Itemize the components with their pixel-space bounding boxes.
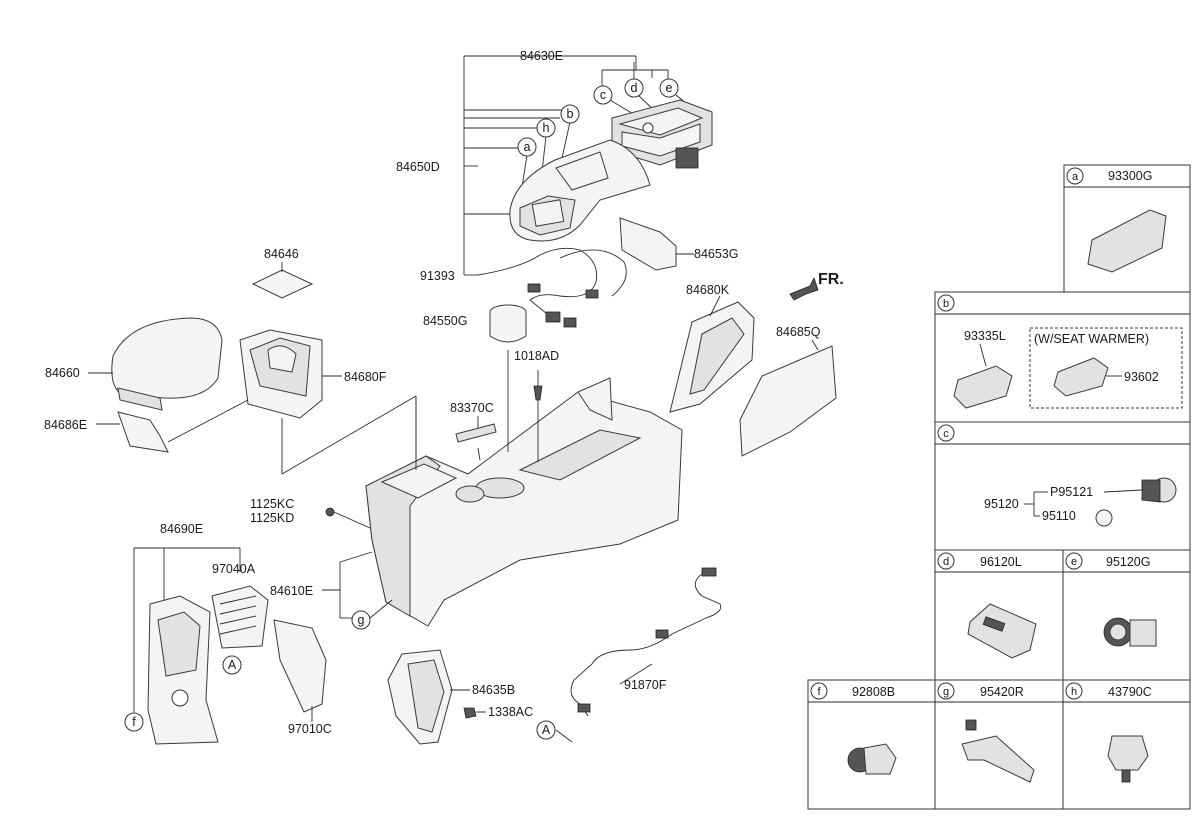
- bracket-84635B-group: [387, 649, 486, 745]
- label-84635B: 84635B: [472, 683, 515, 697]
- legend-b-part-alt: 93602: [1124, 370, 1159, 384]
- legend-g-letter: g: [943, 686, 949, 698]
- label-84690E: 84690E: [160, 522, 203, 536]
- label-84680F: 84680F: [344, 370, 387, 384]
- main-console-group: [322, 304, 683, 627]
- legend-d-circle: [937, 552, 955, 570]
- connector-a-upper-circle: [222, 655, 242, 675]
- legend-b-circle: [937, 294, 955, 312]
- legend-b-letter: b: [943, 298, 949, 310]
- label-84653G: 84653G: [694, 247, 738, 261]
- callout-h: h: [543, 121, 550, 135]
- callout-h-circle: [536, 118, 556, 138]
- label-1125KC: 1125KC: [250, 497, 294, 511]
- callout-c: c: [600, 88, 606, 102]
- armrest-group: [88, 262, 417, 475]
- legend-g-circle: [937, 682, 955, 700]
- label-84660: 84660: [45, 366, 80, 380]
- legend-c-letter: c: [943, 428, 949, 440]
- legend-c-sub1: P95121: [1050, 485, 1093, 499]
- callout-e-circle: [659, 78, 679, 98]
- side-covers-group: [669, 276, 837, 457]
- callout-f-circle: [124, 712, 144, 732]
- wiring-91870F-group: [555, 567, 722, 743]
- legend-h-circle: [1065, 682, 1083, 700]
- label-91870F: 91870F: [624, 678, 667, 692]
- label-97040A: 97040A: [212, 562, 256, 576]
- label-84646: 84646: [264, 247, 299, 261]
- legend-c-sub2: 95110: [1042, 509, 1076, 523]
- legend-b-part-main: 93335L: [964, 329, 1006, 343]
- lower-panels-group: [133, 547, 327, 745]
- callout-d-circle: [624, 78, 644, 98]
- legend-f-circle: [810, 682, 828, 700]
- label-1125KD: 1125KD: [250, 511, 294, 525]
- front-direction-label: FR.: [818, 271, 844, 288]
- label-1338AC: 1338AC: [488, 705, 533, 719]
- label-84630E: 84630E: [520, 49, 563, 63]
- callout-circles: b h a c d e g f A A: [124, 78, 679, 740]
- legend-h-part: 43790C: [1108, 685, 1152, 699]
- label-84550G: 84550G: [423, 314, 467, 328]
- legend-f-letter: f: [817, 686, 821, 698]
- legend-a-letter: a: [1072, 171, 1079, 183]
- callout-f: f: [132, 715, 136, 729]
- legend-d-letter: d: [943, 556, 949, 568]
- callout-b: b: [567, 107, 574, 121]
- callout-e: e: [666, 81, 673, 95]
- callout-g-circle: [351, 610, 371, 630]
- connector-a-lower-circle: [536, 720, 556, 740]
- legend-e-part: 95120G: [1106, 555, 1150, 569]
- legend-panel: [807, 164, 1191, 810]
- legend-e-letter: e: [1071, 556, 1077, 568]
- label-91393: 91393: [420, 269, 455, 283]
- legend-g-part: 95420R: [980, 685, 1024, 699]
- console-upper-cover-group: [463, 55, 713, 328]
- callout-a-circle: [517, 137, 537, 157]
- label-1018AD: 1018AD: [514, 349, 559, 363]
- callout-a: a: [524, 140, 531, 154]
- legend-labels: a 93300G b 93335L (W/SEAT WARMER) 93602 …: [810, 167, 1159, 700]
- label-97010C: 97010C: [288, 722, 332, 736]
- connector-a-upper: A: [228, 658, 237, 672]
- label-84610E: 84610E: [270, 584, 313, 598]
- legend-c-part-group: 95120: [984, 497, 1019, 511]
- callout-b-circle: [560, 104, 580, 124]
- label-84686E: 84686E: [44, 418, 87, 432]
- part-labels: 84630E 84650D 84653G 91393 84646 84660 8…: [44, 49, 844, 736]
- label-84685Q: 84685Q: [776, 325, 821, 339]
- connector-a-lower: A: [542, 723, 551, 737]
- label-83370C: 83370C: [450, 401, 494, 415]
- callout-d: d: [631, 81, 638, 95]
- legend-c-circle: [937, 424, 955, 442]
- callout-g: g: [358, 613, 365, 627]
- legend-f-part: 92808B: [852, 685, 895, 699]
- callout-c-circle: [593, 85, 613, 105]
- legend-d-part: 96120L: [980, 555, 1022, 569]
- legend-a-part: 93300G: [1108, 169, 1152, 183]
- label-84680K: 84680K: [686, 283, 730, 297]
- label-84650D: 84650D: [396, 160, 440, 174]
- legend-b-note: (W/SEAT WARMER): [1034, 332, 1149, 346]
- legend-a-circle: [1066, 167, 1084, 185]
- legend-h-letter: h: [1071, 686, 1077, 698]
- legend-e-circle: [1065, 552, 1083, 570]
